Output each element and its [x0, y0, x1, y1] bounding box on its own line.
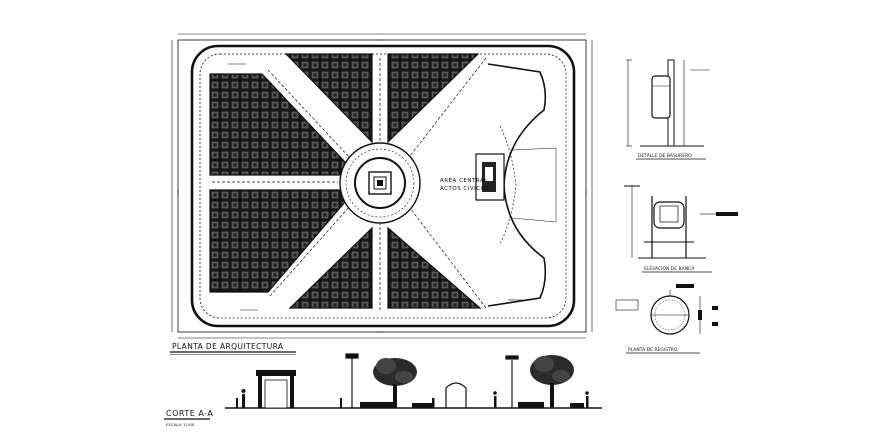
- detail-bench: [624, 185, 738, 259]
- central-area-label-line2: ACTOS CIVICOS: [440, 186, 489, 192]
- detail-1-title: DETALLE DE BASURERO: [638, 153, 692, 159]
- planting-area-bottom-wedge-left: [288, 226, 373, 309]
- detail-trash-can: [626, 59, 710, 147]
- radial-paths: [212, 57, 487, 312]
- central-area-label-line1: AREA CENTRAL: [440, 178, 488, 184]
- plan-title: PLANTA DE ARQUITECTURA: [172, 342, 284, 351]
- detail-manhole: [615, 284, 718, 335]
- planting-area-top-wedge-right: [387, 53, 480, 144]
- detail-2-title: ELEVACION DE BANCA: [644, 266, 695, 272]
- park-boundary: [190, 44, 576, 328]
- section-title: CORTE A-A: [166, 409, 213, 418]
- planting-area-top-wedge-left: [284, 53, 373, 144]
- section-scale: ESCALA: 1/100: [166, 422, 195, 427]
- tree-section-right: [530, 355, 574, 408]
- central-roundabout: [339, 142, 421, 224]
- architecture-plan: AREA CENTRAL ACTOS CIVICOS: [171, 33, 593, 339]
- planting-area-bottom-wedge-right: [387, 226, 482, 309]
- tree-section-left: [373, 358, 417, 408]
- section-a-a: [225, 353, 602, 409]
- planting-area-bottom-left: [209, 189, 346, 293]
- detail-3-title: PLANTA DE REGISTRO: [628, 347, 678, 353]
